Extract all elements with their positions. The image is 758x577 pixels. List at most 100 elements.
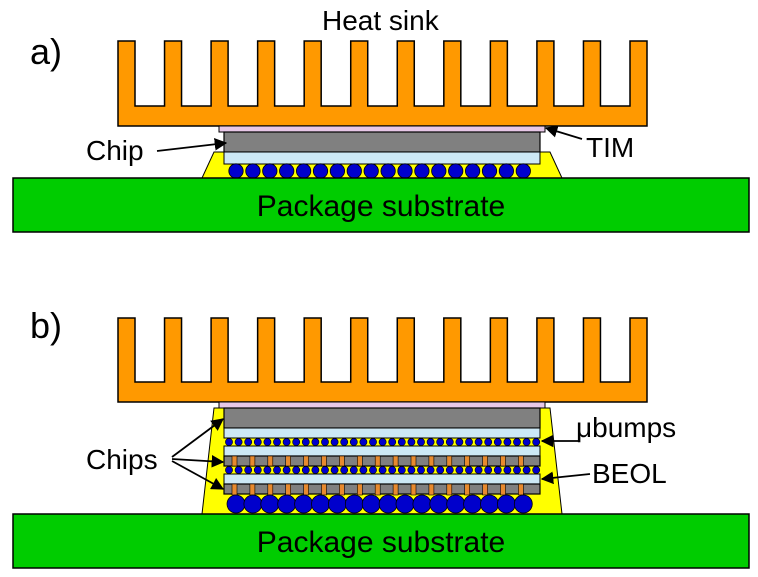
bump [312,163,329,179]
microbump [340,466,349,474]
microbump [417,438,425,446]
bump [414,163,430,179]
bump [498,163,514,179]
bump [463,494,483,514]
microbump [455,438,464,446]
microbump [532,466,541,474]
c4-bumps-a [228,163,531,179]
microbump [282,466,291,474]
tsv [518,483,524,496]
bump [245,163,261,179]
microbump [349,438,358,446]
microbump [388,466,397,474]
bump [464,163,481,179]
panel-a: a) Heat sink Package substrate Chip TIM [12,5,750,233]
microbump [426,466,435,474]
microbump [407,438,416,446]
microbump [445,438,454,446]
tsv [285,483,292,496]
panel-a-letter: a) [30,31,62,72]
bump [496,494,516,514]
microbump [417,466,425,474]
microbump [273,438,281,446]
heat-sink-a [117,40,648,127]
substrate-label-b: Package substrate [257,526,505,559]
microbump [282,438,291,446]
microbump [369,466,377,474]
microbump [522,438,531,446]
package-substrate-b [12,513,750,569]
microbump [225,466,233,474]
bump [448,163,464,179]
bump [346,163,362,179]
beol-b-top [223,427,541,439]
bump [361,494,381,514]
chips-arrow-bottom [171,460,225,490]
tsv [339,455,345,467]
chips-arrow-middle [171,455,225,468]
package-substrate-a [12,177,750,233]
tsv [231,455,238,467]
panel-b-letter: b) [30,305,62,346]
microbumps-row-2 [225,466,541,474]
bump [327,494,347,514]
bump [397,163,413,179]
tsv [410,455,417,467]
tsv [356,483,363,496]
tsv [482,483,488,496]
tsv [267,483,274,496]
tsv [464,483,471,496]
bump [311,494,330,514]
c4-bumps-b [226,494,533,514]
tsv-row-2 [231,483,524,496]
tsv [464,455,471,467]
microbump [513,466,521,474]
tsv [446,483,453,496]
microbump [474,438,483,446]
tsv [321,455,327,467]
microbump [493,466,502,474]
tsv [321,483,327,496]
bump [279,163,295,179]
microbump [359,466,368,474]
bump [277,494,297,514]
beol-label: BEOL [592,458,667,489]
tsv [392,455,399,467]
bump [480,494,499,514]
microbump [253,466,262,474]
tsv-row-1 [231,455,524,467]
microbump [330,466,339,474]
microbump [340,438,349,446]
bump [344,494,364,514]
tsv [339,483,345,496]
microbump [225,438,233,446]
tsv [303,483,309,496]
chip-b-top [223,407,541,429]
bump [515,163,531,179]
microbump [455,466,464,474]
microbump [301,466,310,474]
tsv [410,483,417,496]
chip-label: Chip [86,135,144,166]
microbump [436,438,445,446]
microbump [253,438,262,446]
microbump [503,466,512,474]
microbump [244,466,253,474]
heat-sink-label: Heat sink [322,5,440,36]
bump [226,494,246,514]
chip-arrow [156,138,228,152]
tsv [249,483,256,496]
beol-b-bottom [223,473,541,485]
microbump [378,466,387,474]
microbump [465,438,473,446]
microbump [311,438,320,446]
tsv [249,455,256,467]
microbumps-row-1 [225,438,541,446]
bump [363,163,379,179]
beol-a [223,151,541,165]
microbump [397,466,406,474]
substrate-label-a: Package substrate [257,190,505,223]
microbump [426,438,435,446]
bump [429,494,449,514]
microbump [244,438,253,446]
